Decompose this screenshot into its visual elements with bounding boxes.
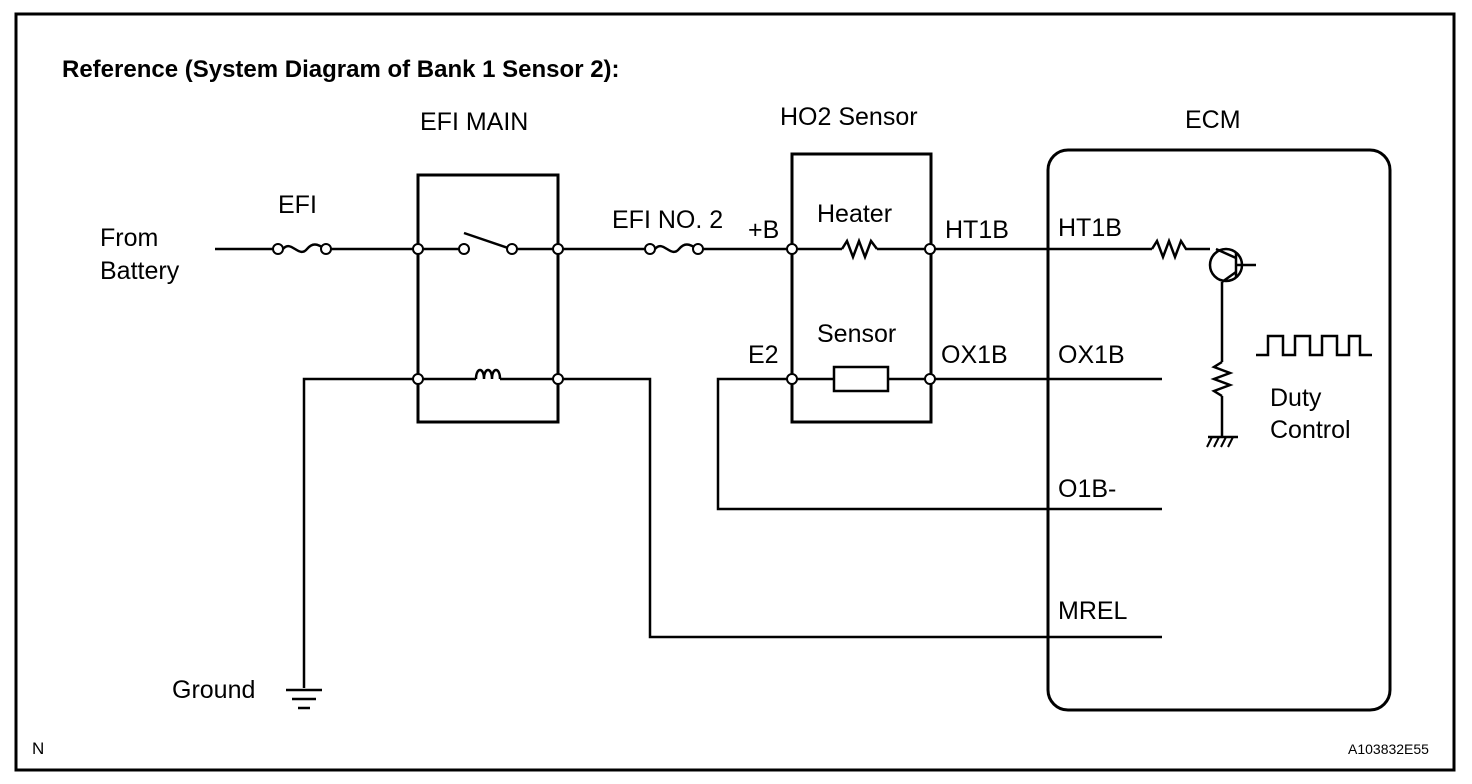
efi-no2-fuse	[644, 243, 704, 255]
efi-fuse	[272, 243, 332, 255]
label-duty: Duty	[1270, 384, 1322, 412]
diagram-title: Reference (System Diagram of Bank 1 Sens…	[62, 56, 620, 83]
label-sensor: Sensor	[817, 320, 896, 348]
relay-coil	[474, 368, 502, 380]
label-ox1b-ecm: OX1B	[1058, 341, 1125, 369]
ho2-sensor-box	[790, 152, 933, 424]
label-ox1b-sensor: OX1B	[941, 341, 1008, 369]
label-from: From	[100, 224, 158, 252]
ecm-ground-hatch	[1206, 436, 1234, 448]
wire-o1b-minus	[716, 377, 1162, 511]
label-efi-fuse: EFI	[278, 191, 317, 219]
ecm-ht1b-resistor	[1150, 237, 1210, 261]
label-ecm: ECM	[1185, 106, 1241, 134]
outer-frame	[14, 12, 1456, 772]
wire-mrel	[558, 377, 1162, 639]
label-e2: E2	[748, 341, 779, 369]
transistor-collector	[1215, 247, 1237, 260]
label-battery: Battery	[100, 257, 180, 285]
terminal-nodes	[412, 243, 936, 385]
label-ground: Ground	[172, 676, 255, 704]
sensor-element	[832, 365, 890, 393]
corner-mark: N	[32, 739, 44, 758]
relay-switch-arm	[463, 231, 512, 251]
wire-ground	[302, 377, 418, 688]
label-heater: Heater	[817, 200, 892, 228]
label-ho2-sensor: HO2 Sensor	[780, 103, 918, 131]
ground-symbol	[286, 688, 322, 710]
label-mrel: MREL	[1058, 597, 1128, 625]
label-ht1b-sensor: HT1B	[945, 216, 1009, 244]
label-efi-main: EFI MAIN	[420, 108, 528, 136]
ecm-pulldown-resistor	[1210, 360, 1234, 398]
label-control: Control	[1270, 416, 1351, 444]
efi-main-relay-box	[416, 173, 560, 424]
heater-resistor	[840, 237, 878, 261]
transistor-emitter	[1221, 270, 1237, 284]
duty-control-waveform	[1256, 334, 1372, 357]
label-efi-no2: EFI NO. 2	[612, 206, 723, 234]
ecm-box	[1046, 148, 1392, 712]
label-plus-b: +B	[748, 216, 779, 244]
label-o1b-minus: O1B-	[1058, 475, 1116, 503]
figure-code: A103832E55	[1348, 741, 1429, 757]
label-ht1b-ecm: HT1B	[1058, 214, 1122, 242]
